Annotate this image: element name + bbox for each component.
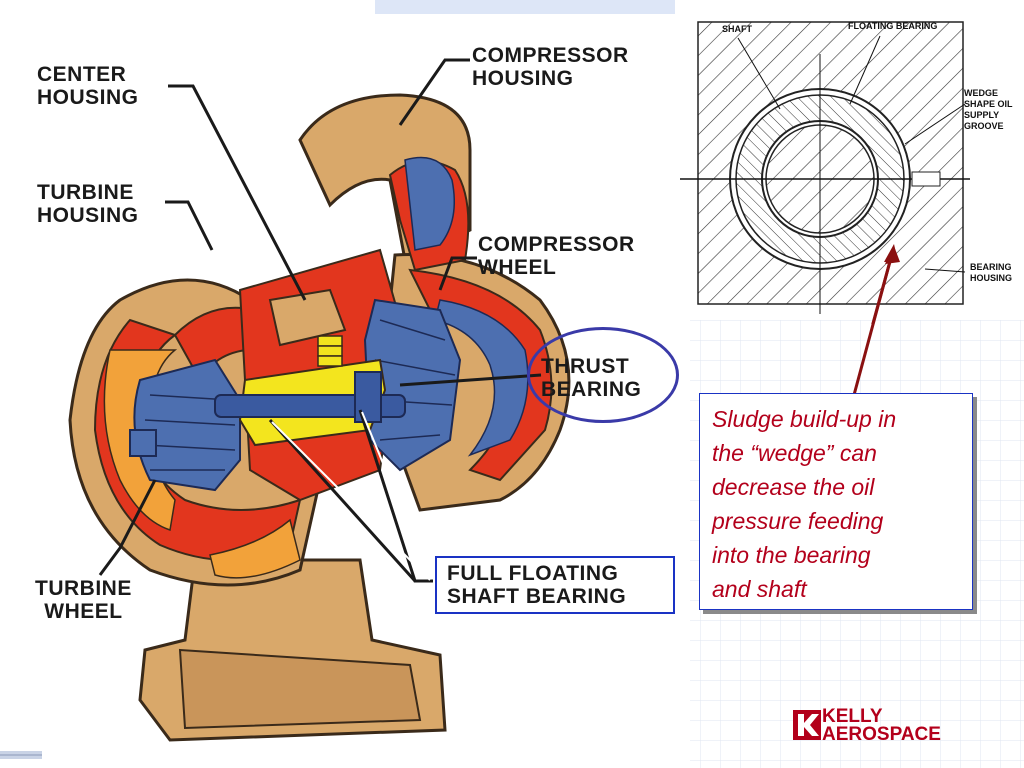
kelly-logo-mark-icon	[793, 710, 821, 740]
logo-line1: KELLY	[822, 706, 883, 727]
label-shaft: SHAFT	[722, 24, 752, 34]
label-turbine-wheel: TURBINE WHEEL	[35, 577, 132, 623]
label-thrust-bearing: THRUST BEARING	[541, 355, 642, 401]
label-full-floating-shaft-bearing: FULL FLOATING SHAFT BEARING	[435, 556, 675, 614]
turbocharger-cutaway	[68, 58, 571, 742]
thrust-bearing-highlight-ellipse	[527, 327, 679, 423]
corner-decoration	[0, 751, 42, 759]
label-bearing-housing: BEARING HOUSING	[970, 262, 1013, 283]
note-pointer-arrow	[852, 244, 898, 396]
label-center-housing: CENTER HOUSING	[37, 63, 139, 109]
bearing-cross-section-figure	[680, 21, 970, 324]
kelly-aerospace-logo: KELLY AEROSPACE	[792, 706, 972, 746]
note-text: Sludge build-up in the “wedge” can decre…	[712, 406, 897, 602]
header-band	[375, 0, 675, 14]
logo-wordmark: KELLY AEROSPACE	[822, 706, 941, 745]
label-turbine-housing: TURBINE HOUSING	[37, 181, 139, 227]
label-wedge-groove: WEDGE SHAPE OIL SUPPLY GROOVE	[964, 88, 1013, 131]
label-compressor-housing: COMPRESSOR HOUSING	[472, 44, 629, 90]
label-compressor-wheel: COMPRESSOR WHEEL	[478, 233, 635, 279]
callout-note: Sludge build-up in the “wedge” can decre…	[699, 393, 973, 610]
label-floating-bearing: FLOATING BEARING	[848, 21, 938, 31]
logo-line2: AEROSPACE	[822, 724, 941, 745]
